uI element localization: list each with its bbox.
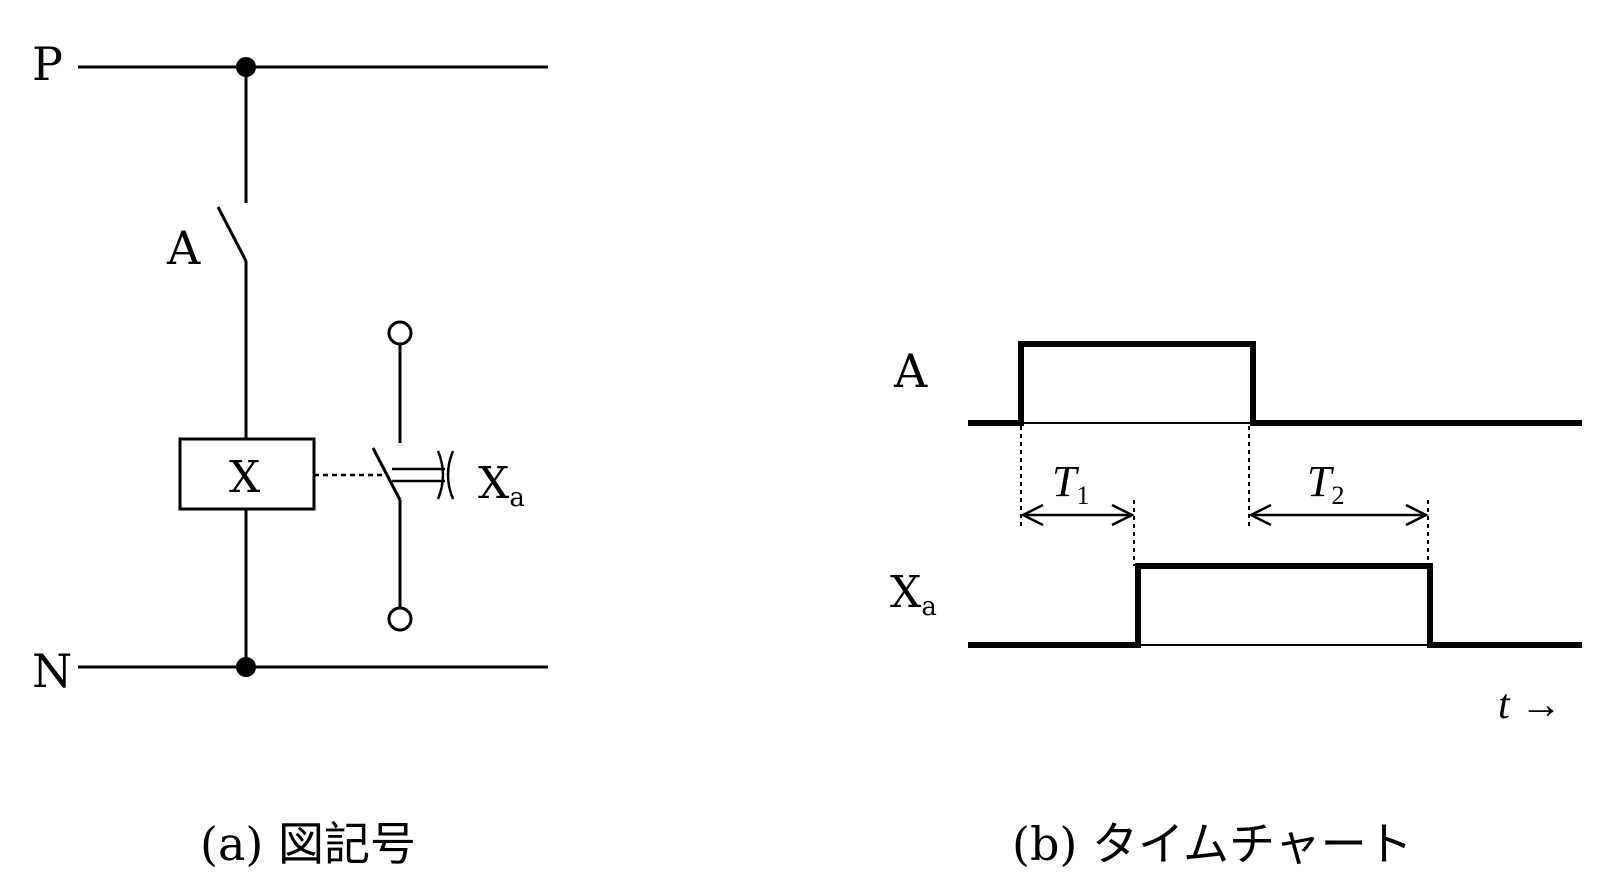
contact-xa-label: Xa xyxy=(478,458,525,513)
delay-arc-left xyxy=(436,450,445,500)
n-junction-dot xyxy=(236,657,256,677)
t1-main: T xyxy=(1052,457,1080,506)
t1-sub: 1 xyxy=(1076,481,1089,510)
switch-a-blade xyxy=(216,206,248,262)
t2-arrowhead-left xyxy=(1248,503,1272,527)
t1-arrowhead-left xyxy=(1020,503,1044,527)
signal-xa-waveform xyxy=(968,563,1582,648)
relay-x-label: X xyxy=(229,452,261,503)
t2-sub: 2 xyxy=(1331,481,1344,510)
contact-xa-sub: a xyxy=(509,483,525,513)
p-rail-label: P xyxy=(32,37,63,91)
contact-blade xyxy=(371,447,402,501)
caption-b: (b) タイムチャート xyxy=(1012,817,1413,871)
timing-chart xyxy=(968,341,1582,648)
contact-xa-main: X xyxy=(478,458,510,509)
t1-arrowhead-right xyxy=(1111,503,1135,527)
contact-bottom-terminal xyxy=(387,606,413,632)
time-axis-label: t → xyxy=(1498,682,1562,728)
t2-main: T xyxy=(1307,457,1335,506)
signal-xa-sub: a xyxy=(921,592,937,622)
signal-xa-main: X xyxy=(890,567,922,618)
switch-a-label: A xyxy=(166,221,201,275)
t1-label: T1 xyxy=(1052,457,1089,510)
circuit-diagram xyxy=(78,57,548,677)
delay-arc-right xyxy=(446,450,455,500)
signal-a-waveform xyxy=(968,341,1582,426)
n-rail-label: N xyxy=(32,644,72,698)
contact-top-terminal xyxy=(387,320,413,346)
signal-a-label: A xyxy=(893,344,928,398)
signal-xa-label: Xa xyxy=(890,567,937,622)
caption-a: (a) 図記号 xyxy=(200,817,416,871)
t2-arrowhead-right xyxy=(1405,503,1429,527)
t2-label: T2 xyxy=(1307,457,1344,510)
